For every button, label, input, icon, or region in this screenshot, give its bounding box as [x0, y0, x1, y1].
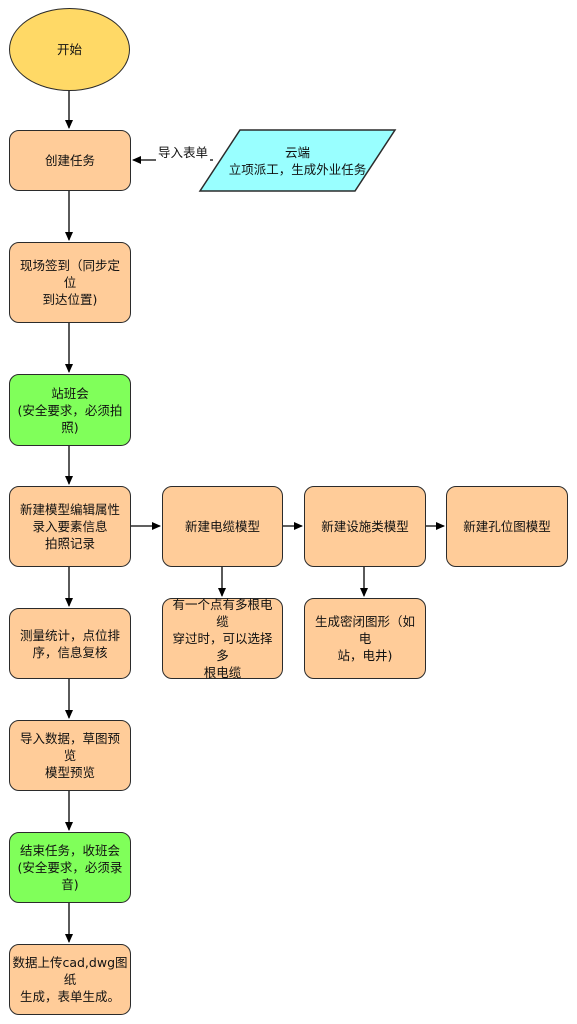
upload-node: 数据上传cad,dwg图纸 生成，表单生成。: [9, 944, 131, 1015]
end-task-node: 结束任务，收班会 (安全要求，必须录 音): [9, 832, 131, 903]
new-model-label: 新建模型编辑属性 录入要素信息 拍照记录: [19, 502, 120, 551]
cable-note-label: 有一个点有多根电缆 穿过时，可以选择多 根电缆: [172, 597, 273, 680]
start-node: 开始: [9, 8, 130, 91]
measure-label: 测量统计，点位排 序，信息复核: [19, 627, 120, 660]
import-form-label: 导入表单: [156, 142, 211, 161]
shift-meeting-label: 站班会 (安全要求，必须拍 照): [17, 385, 123, 435]
cloud-shape: [198, 129, 397, 192]
import-data-node: 导入数据，草图预览 模型预览: [9, 720, 131, 791]
measure-node: 测量统计，点位排 序，信息复核: [9, 608, 131, 679]
import-data-label: 导入数据，草图预览 模型预览: [19, 731, 120, 780]
cable-model-node: 新建电缆模型: [162, 486, 283, 567]
cable-model-label: 新建电缆模型: [184, 519, 260, 534]
hole-model-label: 新建孔位图模型: [463, 519, 551, 534]
new-model-node: 新建模型编辑属性 录入要素信息 拍照记录: [9, 486, 131, 567]
facility-model-node: 新建设施类模型: [304, 486, 426, 567]
facility-note-node: 生成密闭图形（如电 站，电井): [304, 598, 426, 679]
end-task-label: 结束任务，收班会 (安全要求，必须录 音): [17, 843, 123, 892]
shift-meeting-node: 站班会 (安全要求，必须拍 照): [9, 374, 131, 446]
create-task-label: 创建任务: [44, 153, 95, 168]
create-task-node: 创建任务: [9, 130, 131, 191]
cable-note-node: 有一个点有多根电缆 穿过时，可以选择多 根电缆: [162, 597, 283, 680]
sign-in-label: 现场签到（同步定位 到达位置): [19, 258, 120, 307]
cloud-label: 云端 立项派工，生成外业任务: [228, 145, 367, 177]
hole-model-node: 新建孔位图模型: [446, 486, 568, 567]
facility-model-label: 新建设施类模型: [321, 519, 409, 534]
start-label: 开始: [56, 42, 82, 57]
facility-note-label: 生成密闭图形（如电 站，电井): [314, 614, 415, 663]
upload-label: 数据上传cad,dwg图纸 生成，表单生成。: [12, 955, 128, 1004]
sign-in-node: 现场签到（同步定位 到达位置): [9, 242, 131, 323]
